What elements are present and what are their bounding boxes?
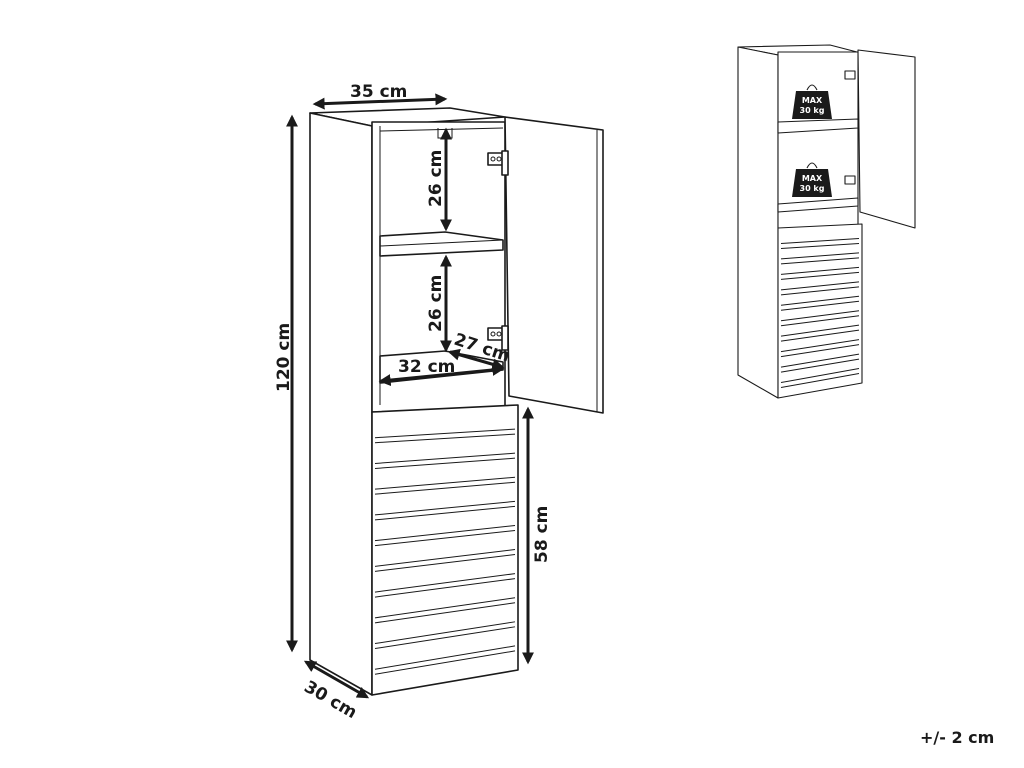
slat-line [780,271,860,280]
slat-line [780,310,860,322]
slat-line [780,368,860,384]
slat-line [780,329,860,342]
slat-line [780,257,860,265]
slat-line [374,500,516,516]
slat-line [374,645,516,670]
slat-line [374,452,516,464]
slat-line [374,481,516,495]
tolerance-note: +/- 2 cm [920,728,994,747]
width-label: 35 cm [350,82,407,102]
weight-label-kg: 30 kg [800,184,825,193]
slat-line [780,237,860,244]
slat-line [374,529,516,547]
hinge-icon [487,325,509,351]
slat-line [780,252,860,260]
main-cabinet [309,107,604,696]
hinge-icon [487,150,509,176]
slat-line [780,266,860,275]
slat-line [780,281,860,291]
slat-line [780,286,860,296]
slat-line [780,339,860,353]
weight-icon: MAX 30 kg [792,162,832,197]
weight-label-kg: 30 kg [800,106,825,115]
slat-line [374,476,516,490]
slat-line [374,626,516,650]
weight-label-max: MAX [802,96,823,105]
slat-line [374,578,516,598]
slat-line [780,295,860,306]
lower-section-label: 58 cm [532,506,552,563]
upper-shelf [379,231,504,257]
weight-label-max: MAX [802,174,823,183]
slat-line [780,300,860,311]
inner-width-arrow [378,363,505,387]
slat-line [780,344,860,358]
depth-arrow [303,660,370,699]
slat-line [374,554,516,572]
slat-line [780,242,860,249]
weight-icon: MAX 30 kg [792,84,832,119]
width-arrow [312,93,448,110]
inner-width-label: 32 cm [398,357,455,377]
slat-line [374,650,516,675]
slat-line [780,315,860,327]
slat-line [780,358,860,373]
slat-line [780,373,860,389]
upper-shelf-label: 26 cm [426,150,446,207]
height-label: 120 cm [274,323,294,392]
slat-line [374,428,516,439]
inner-depth-arrow [447,348,505,371]
slat-line [780,324,860,337]
slat-line [374,433,516,444]
load-illustration-cabinet: MAX 30 kg MAX 30 kg [737,44,916,399]
slat-line [374,457,516,469]
dimension-arrows [286,93,534,699]
slat-line [780,353,860,368]
slat-line [374,505,516,521]
door-slats [374,428,516,675]
slat-line [374,602,516,624]
cabinet-side-panel [309,112,373,696]
lower-shelf-label: 26 cm [426,275,446,332]
lower-door-panel [371,404,519,696]
slat-line [374,621,516,645]
slat-line [374,597,516,619]
slat-line [374,573,516,593]
slat-line [374,524,516,542]
slat-line [374,549,516,567]
open-door [504,116,604,414]
